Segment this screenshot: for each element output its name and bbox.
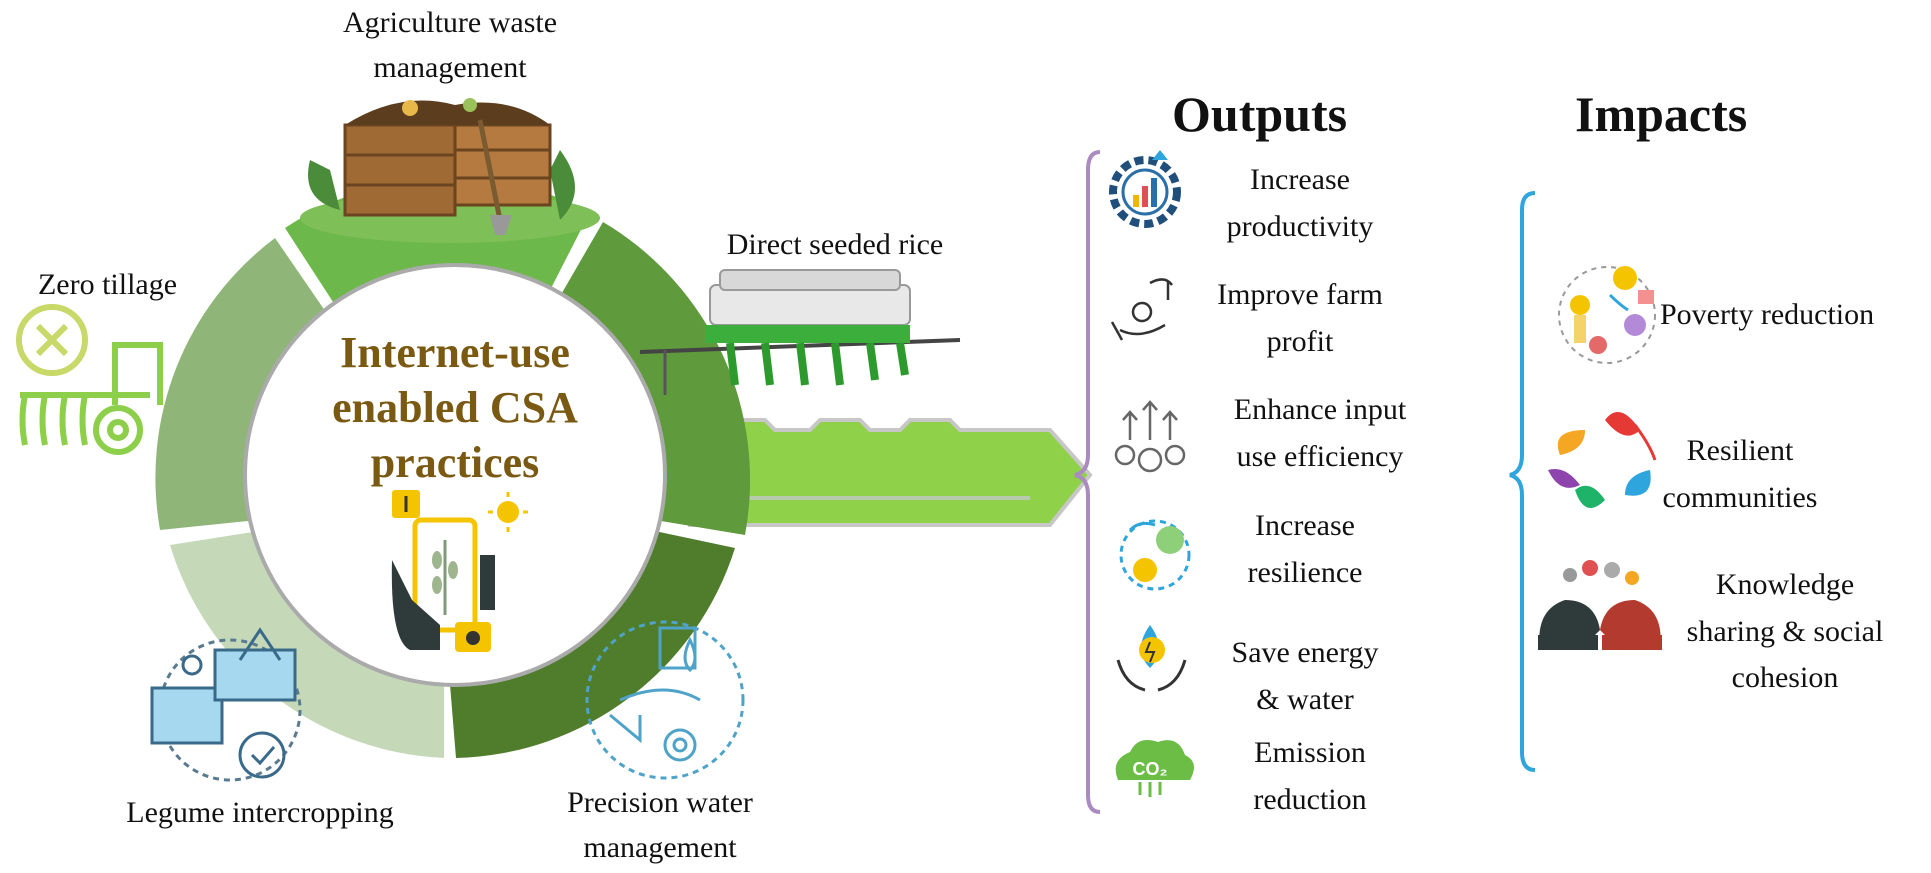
tractor-icon	[16, 304, 163, 455]
smartphone-crop-icon	[391, 490, 528, 652]
label-precision-water: Precision water management	[530, 780, 790, 870]
output-item-farm-profit-line-2: profit	[1266, 324, 1334, 358]
center-title-line-1: Internet-use	[340, 328, 570, 377]
ring-segment-zero-tillage	[155, 238, 330, 530]
energy-water-hands-icon	[1116, 625, 1187, 692]
output-item-resilience-line-1: Increase	[1255, 509, 1355, 542]
output-item-input-efficiency-line-1: Enhance input	[1233, 393, 1407, 426]
label-direct-seeded-rice: Direct seeded rice	[726, 228, 944, 261]
precision-water-icon	[585, 620, 745, 780]
impact-knowledge-sharing-line-3: cohesion	[1731, 661, 1839, 694]
center-title-line-3: practices	[370, 438, 540, 487]
knowledge-sharing-heads-icon	[1538, 560, 1662, 650]
poverty-reduction-icon	[1558, 266, 1656, 364]
output-item-productivity-line-1: Increase	[1250, 163, 1350, 196]
seeder-machine-icon	[639, 269, 961, 395]
output-item-productivity-line-2: productivity	[1226, 209, 1374, 243]
output-item-productivity: Increase productivity	[1180, 157, 1420, 250]
label-legume-intercropping: Legume intercropping	[126, 796, 394, 829]
impact-poverty-reduction: Poverty reduction	[1660, 298, 1875, 331]
output-item-energy-water-line-2: & water	[1256, 682, 1354, 716]
impact-resilient-communities-line-1: Resilient	[1686, 434, 1794, 467]
money-hand-icon	[1110, 278, 1174, 341]
impact-knowledge-sharing-line-1: Knowledge	[1715, 568, 1855, 601]
resilience-cycle-icon	[1119, 519, 1191, 591]
output-item-farm-profit-line-1: Improve farm	[1217, 278, 1383, 311]
label-agriculture-waste: Agriculture waste management	[300, 0, 600, 90]
resilient-communities-icon	[1548, 412, 1657, 508]
label-agriculture-waste-line-1: Agriculture waste	[342, 6, 558, 39]
output-item-input-efficiency-line-2: use efficiency	[1236, 439, 1404, 473]
impact-resilient-communities: Resilient communities	[1630, 428, 1850, 521]
center-title-line-2: enabled CSA	[332, 383, 578, 432]
impact-resilient-communities-line-2: communities	[1662, 480, 1818, 514]
productivity-chart-gear-icon	[1109, 150, 1181, 228]
impacts-heading: Impacts	[1575, 86, 1748, 142]
outputs-brace	[1074, 150, 1101, 814]
impact-knowledge-sharing: Knowledge sharing & social cohesion	[1655, 562, 1915, 702]
svg-text:CO₂: CO₂	[1133, 759, 1168, 779]
output-item-emission-line-2: reduction	[1253, 782, 1367, 816]
ring-segment-precision-water	[448, 530, 735, 758]
outputs-heading: Outputs	[1172, 86, 1348, 142]
output-item-energy-water: Save energy & water	[1185, 630, 1425, 723]
output-item-input-efficiency: Enhance input use efficiency	[1195, 387, 1445, 480]
output-item-resilience-line-2: resilience	[1247, 555, 1363, 589]
compost-bin-icon	[300, 98, 600, 243]
key-shaft	[688, 418, 1093, 527]
ring-segment-direct-seeded	[555, 222, 751, 535]
legume-intercropping-icon	[150, 627, 302, 782]
label-precision-water-line-1: Precision water	[567, 786, 753, 819]
output-item-energy-water-line-1: Save energy	[1231, 636, 1379, 669]
efficiency-gears-arrows-icon	[1114, 400, 1186, 473]
output-item-farm-profit: Improve farm profit	[1180, 272, 1420, 365]
ring-segment-legume	[170, 530, 444, 758]
label-precision-water-line-2: management	[583, 831, 737, 864]
output-item-emission-line-1: Emission	[1254, 736, 1366, 769]
impact-knowledge-sharing-line-2: sharing & social	[1686, 614, 1884, 648]
impacts-brace	[1509, 191, 1536, 772]
label-agriculture-waste-line-2: management	[373, 51, 527, 84]
center-circle	[243, 263, 667, 687]
co2-cloud-icon: CO₂	[1115, 739, 1194, 797]
output-item-resilience: Increase resilience	[1185, 503, 1425, 596]
output-item-emission: Emission reduction	[1190, 730, 1430, 823]
label-zero-tillage: Zero tillage	[37, 268, 178, 301]
center-title: Internet-use enabled CSA practices	[270, 325, 640, 490]
